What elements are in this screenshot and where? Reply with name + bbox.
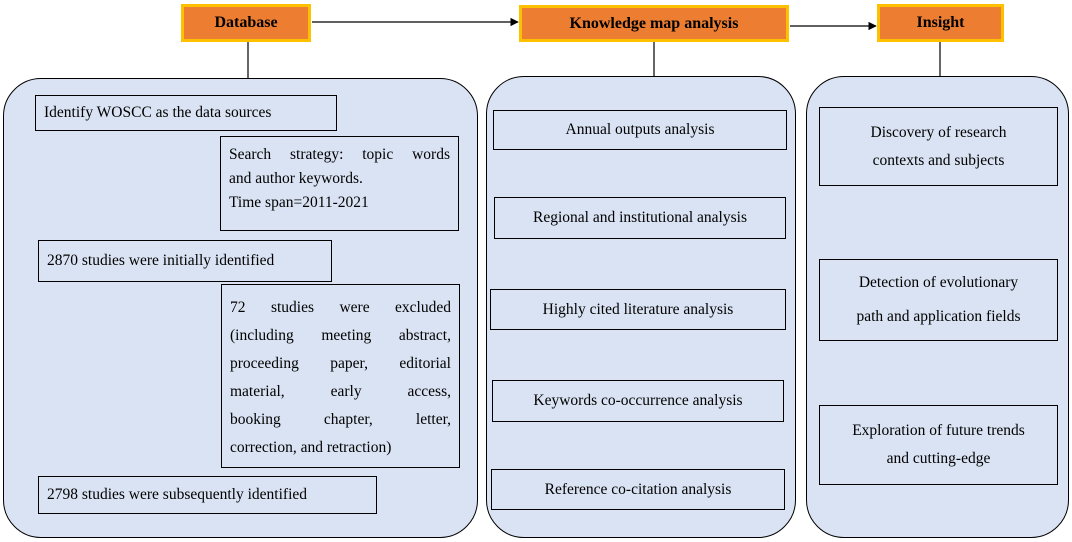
exploration-line-1: Exploration of future trends <box>852 422 1025 439</box>
exploration-box: Exploration of future trends and cutting… <box>819 405 1058 485</box>
discovery-line-2: contexts and subjects <box>872 151 1005 169</box>
annual-outputs-text: Annual outputs analysis <box>565 121 715 138</box>
detection-line-1: Detection of evolutionary <box>858 274 1019 291</box>
highly-cited-box: Highly cited literature analysis <box>490 289 786 330</box>
excluded-studies-box: 72 studies were excluded (including meet… <box>221 284 460 468</box>
search-strategy-line-1: Search strategy: topic words <box>229 146 450 163</box>
excluded-line-2: (including meeting abstract, <box>230 327 451 344</box>
keywords-cooccurrence-box: Keywords co-occurrence analysis <box>492 380 784 422</box>
reference-cocitation-text: Reference co-citation analysis <box>544 480 732 498</box>
discovery-box: Discovery of research contexts and subje… <box>819 107 1058 186</box>
database-header: Database <box>181 4 311 42</box>
knowledge-map-header: Knowledge map analysis <box>519 5 789 42</box>
highly-cited-text: Highly cited literature analysis <box>542 300 734 318</box>
regional-institutional-box: Regional and institutional analysis <box>494 197 786 239</box>
annual-outputs-box: Annual outputs analysis <box>493 110 787 150</box>
excluded-line-4: material, early access, <box>230 383 451 400</box>
discovery-line-1: Discovery of research <box>870 123 1007 141</box>
reference-cocitation-box: Reference co-citation analysis <box>491 469 785 510</box>
detection-box: Detection of evolutionary path and appli… <box>819 259 1058 341</box>
excluded-line-3: proceeding paper, editorial <box>230 355 451 372</box>
subsequently-identified-box: 2798 studies were subsequently identifie… <box>38 476 377 514</box>
regional-institutional-text: Regional and institutional analysis <box>533 209 747 226</box>
keywords-cooccurrence-text: Keywords co-occurrence analysis <box>533 392 743 409</box>
subsequently-identified-text: 2798 studies were subsequently identifie… <box>47 486 308 503</box>
search-strategy-line-2: and author keywords. <box>229 170 363 187</box>
exploration-line-2: and cutting-edge <box>886 450 991 467</box>
excluded-line-6: correction, and retraction) <box>230 439 392 456</box>
excluded-line-1: 72 studies were excluded <box>230 299 451 316</box>
identify-woscc-box: Identify WOSCC as the data sources <box>35 95 337 131</box>
initially-identified-text: 2870 studies were initially identified <box>47 252 275 269</box>
identify-woscc-text: Identify WOSCC as the data sources <box>44 104 272 121</box>
initially-identified-box: 2870 studies were initially identified <box>38 240 332 282</box>
detection-line-2: path and application fields <box>856 308 1021 325</box>
search-strategy-box: Search strategy: topic words and author … <box>220 136 459 231</box>
excluded-line-5: booking chapter, letter, <box>230 411 451 428</box>
search-strategy-line-3: Time span=2011-2021 <box>229 194 369 211</box>
insight-header: Insight <box>877 4 1004 42</box>
